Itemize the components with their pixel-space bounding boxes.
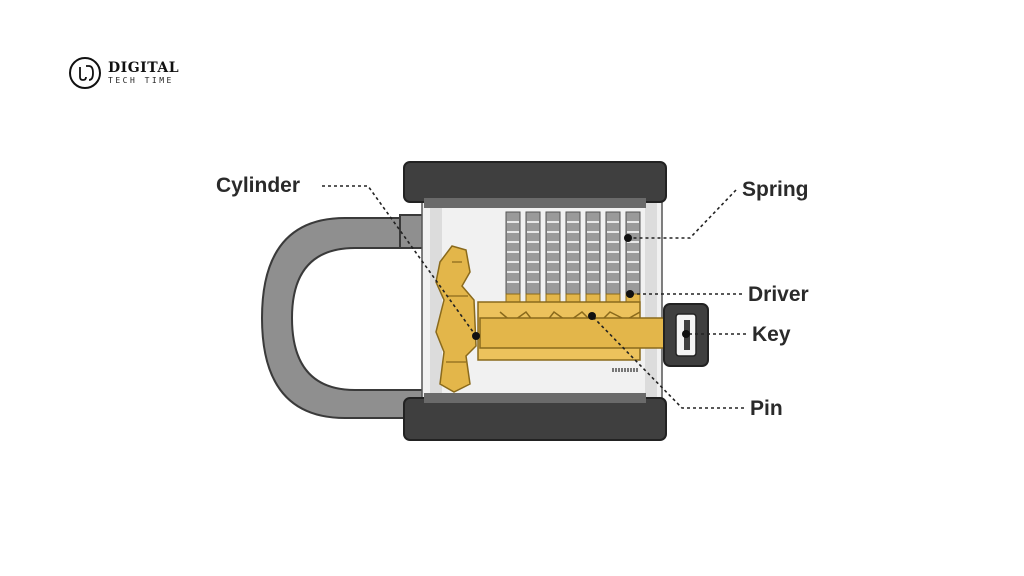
spring-dot [624, 234, 632, 242]
lock-bottom-cap [403, 397, 667, 441]
spring-3 [545, 211, 561, 297]
label-cylinder: Cylinder [216, 174, 300, 197]
brand-name: DIGITAL [108, 60, 180, 76]
spring-2 [525, 211, 541, 297]
brand-tagline: TECH TIME [108, 76, 174, 85]
spring-6 [605, 211, 621, 297]
label-pin: Pin [750, 397, 783, 420]
spring-leader [630, 189, 737, 239]
key-dot [682, 330, 690, 338]
spring-1 [505, 211, 521, 297]
brand-logo: DIGITAL TECH TIME [68, 56, 179, 90]
spring-5 [585, 211, 601, 297]
logo-circle-icon [69, 57, 101, 89]
pin-dot [588, 312, 596, 320]
cylinder-dot [472, 332, 480, 340]
driver-dot [626, 290, 634, 298]
lock-top-cap [403, 161, 667, 203]
label-key: Key [752, 323, 791, 346]
pin-leader [593, 317, 744, 409]
springs [505, 211, 641, 297]
shackle [260, 217, 431, 419]
spring-4 [565, 211, 581, 297]
cylinder-leader [322, 185, 477, 337]
label-driver: Driver [748, 283, 809, 306]
cylinder-cam [435, 245, 477, 393]
label-spring: Spring [742, 178, 809, 201]
spring-7 [625, 211, 641, 297]
key-blade [479, 317, 665, 349]
